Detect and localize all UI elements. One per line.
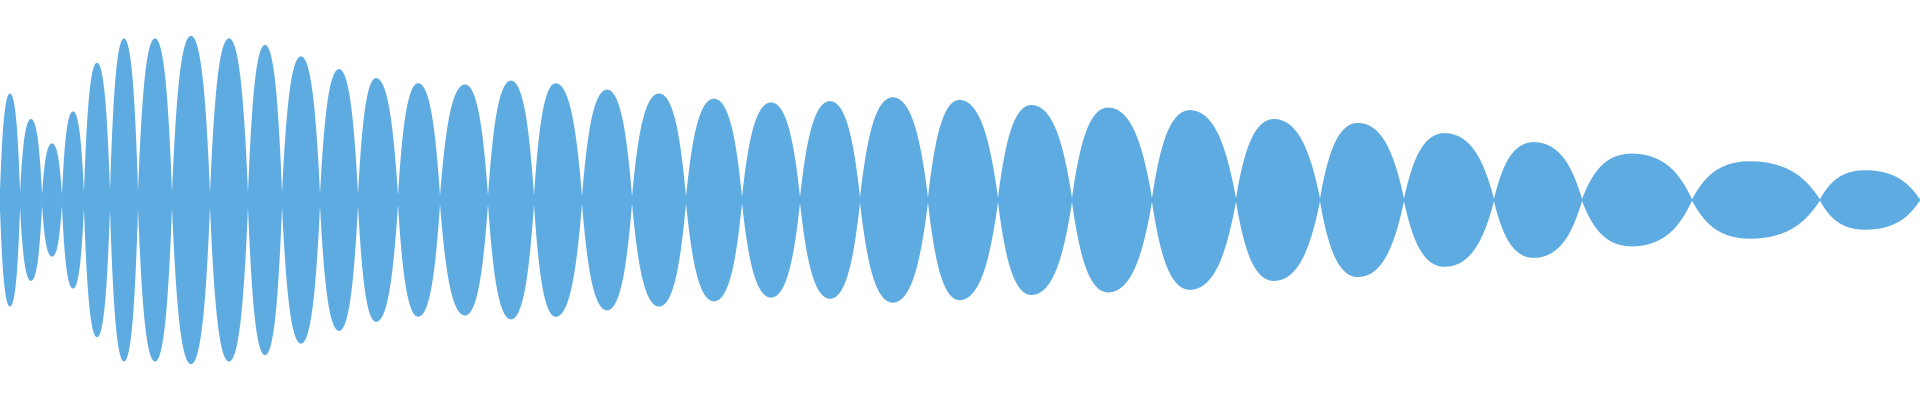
- waveform-lobe: [927, 99, 999, 301]
- waveform-lobe: [19, 119, 43, 281]
- waveform-lobe: [439, 84, 489, 316]
- waveform-lobe: [137, 38, 173, 362]
- waveform-lobe: [61, 111, 85, 289]
- waveform-lobe: [0, 93, 21, 307]
- waveform-lobe: [1071, 107, 1153, 293]
- waveform-lobe: [1691, 161, 1821, 239]
- waveform-lobe: [319, 69, 359, 331]
- waveform-lobe: [997, 104, 1073, 296]
- waveform-lobe: [357, 78, 399, 322]
- waveform-lobe: [1493, 142, 1583, 258]
- waveform-lobe: [171, 35, 211, 365]
- waveform-lobe: [41, 143, 63, 257]
- waveform-lobe: [209, 38, 249, 362]
- waveform-lobe: [247, 44, 283, 356]
- waveform-lobe: [859, 97, 929, 303]
- waveform-lobe: [799, 101, 861, 299]
- waveform-lobe: [533, 83, 583, 317]
- waveform-lobe: [1151, 110, 1237, 290]
- waveform-lobe: [109, 38, 139, 362]
- waveform-lobe: [397, 83, 441, 317]
- waveform-lobe: [685, 98, 743, 302]
- waveform-lobe: [83, 62, 111, 338]
- waveform-lobe: [281, 56, 321, 344]
- waveform-lobe: [1403, 133, 1495, 267]
- waveform-lobe: [631, 93, 687, 307]
- waveform-lobe: [581, 89, 633, 311]
- waveform: [0, 35, 1920, 365]
- waveform-lobe: [487, 80, 535, 320]
- waveform-lobe: [1819, 170, 1920, 230]
- waveform-lobe: [1235, 119, 1321, 281]
- waveform-lobe: [1581, 153, 1693, 247]
- waveform-lobe: [1319, 122, 1405, 278]
- waveform-lobe: [741, 102, 801, 298]
